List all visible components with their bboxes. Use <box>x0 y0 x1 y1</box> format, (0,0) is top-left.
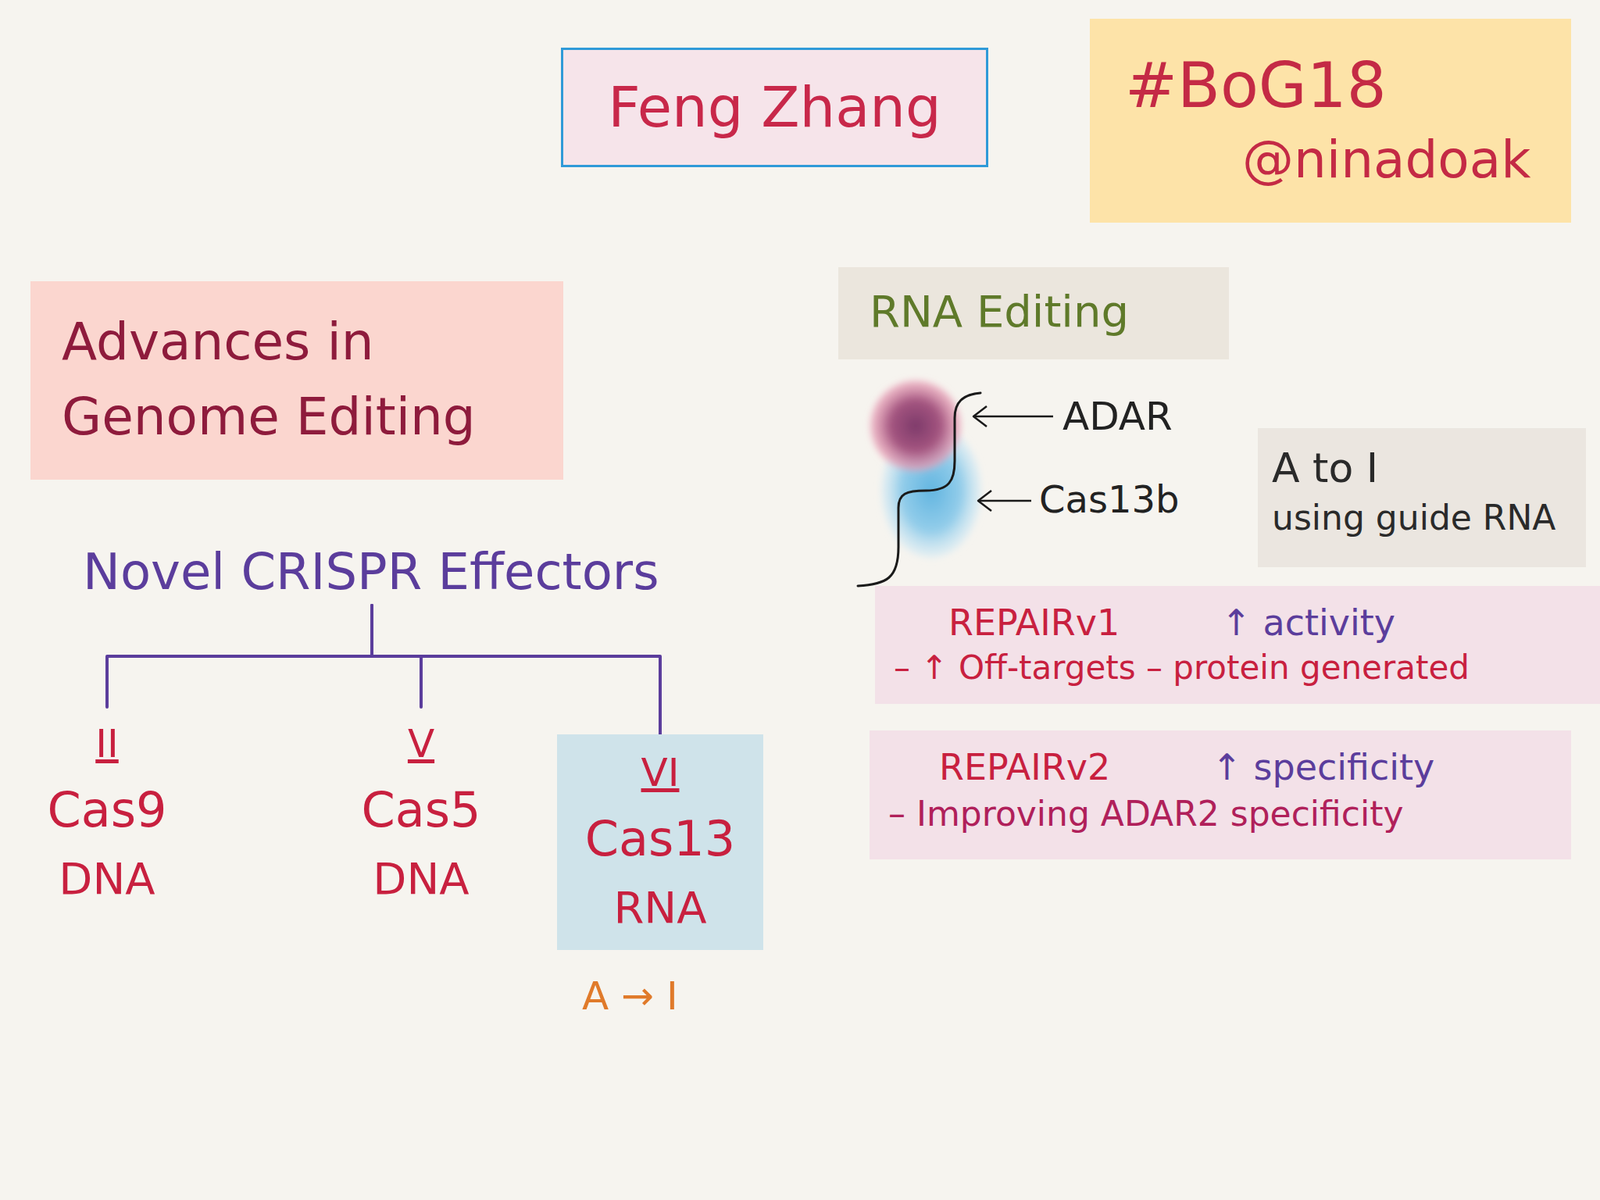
crispr-type: VI <box>572 743 748 803</box>
section-title: RNA Editing <box>869 284 1198 340</box>
edit-note: A → I <box>582 972 679 1020</box>
tree-connector <box>107 605 372 708</box>
hashtag: #BoG18 <box>1125 45 1540 127</box>
target-type: DNA <box>360 846 483 912</box>
effector-box: VICas13RNA <box>557 734 764 950</box>
effector-name: Cas13 <box>572 802 748 875</box>
part-label: Cas13b <box>1039 477 1179 523</box>
tree-connector <box>371 605 661 735</box>
effector-name: Cas5 <box>360 773 483 847</box>
note-body: using guide RNA <box>1271 495 1572 540</box>
effector-group: VCas5DNA <box>352 707 490 920</box>
target-type: DNA <box>46 846 168 912</box>
topic-box: Advances in Genome Editing <box>30 281 564 480</box>
adar-blob <box>870 380 961 472</box>
version-name: REPAIRv1 <box>948 600 1120 647</box>
effector-group: IICas9DNA <box>38 707 176 920</box>
part-label: ADAR <box>1062 392 1173 440</box>
crispr-type: II <box>46 714 168 774</box>
tree-heading: Novel CRISPR Effectors <box>82 542 661 603</box>
result-box: REPAIRv1 ↑ activity– ↑ Off-targets – prot… <box>875 585 1600 704</box>
version-note: – ↑ Off-targets – protein generated <box>893 646 1582 690</box>
result-box: REPAIRv2 ↑ specificity– Improving ADAR2 s… <box>869 730 1572 860</box>
handle: @ninadoak <box>1242 126 1540 194</box>
hashtag-box: #BoG18@ninadoak <box>1089 18 1572 223</box>
effector-name: Cas9 <box>46 773 168 847</box>
crispr-type: V <box>360 714 483 774</box>
title-box: Feng Zhang <box>560 47 989 168</box>
version-effect: ↑ activity <box>1221 600 1396 647</box>
topic-title: Advances in Genome Editing <box>61 304 531 454</box>
version-name: REPAIRv2 <box>939 744 1111 792</box>
speaker-name: Feng Zhang <box>607 73 943 141</box>
version-note: – Improving ADAR2 specificity <box>888 791 1553 836</box>
leader-arrowhead <box>973 406 987 427</box>
guide-rna-strand <box>857 392 981 586</box>
note-heading: A to I <box>1271 442 1572 496</box>
version-effect: ↑ specificity <box>1211 744 1435 792</box>
leader-arrowhead <box>978 490 992 511</box>
target-type: RNA <box>572 875 748 941</box>
tree-root: Novel CRISPR Effectors <box>78 539 666 606</box>
leader-line <box>978 500 1032 503</box>
note-box: A to Iusing guide RNA <box>1257 428 1586 568</box>
leader-line <box>973 415 1054 418</box>
section-box: RNA Editing <box>838 267 1229 360</box>
